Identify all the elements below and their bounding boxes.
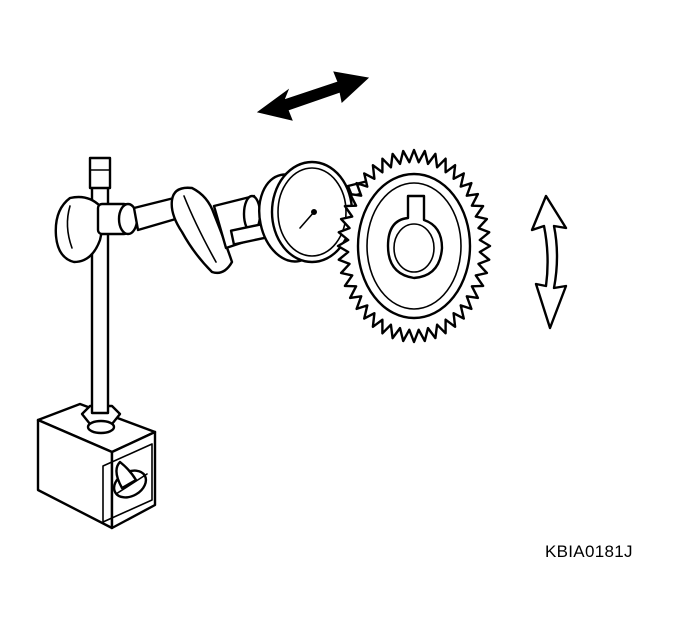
sprocket [336, 148, 492, 344]
figure-code: KBIA0181J [545, 542, 633, 561]
axial-motion-arrow [256, 71, 370, 121]
base-switch-knob [112, 460, 148, 499]
indicator-arm [132, 186, 279, 275]
clamp-knob [54, 195, 139, 264]
magnetic-base [36, 402, 157, 530]
rotation-arrow [530, 194, 568, 330]
stand-rod [88, 156, 112, 415]
